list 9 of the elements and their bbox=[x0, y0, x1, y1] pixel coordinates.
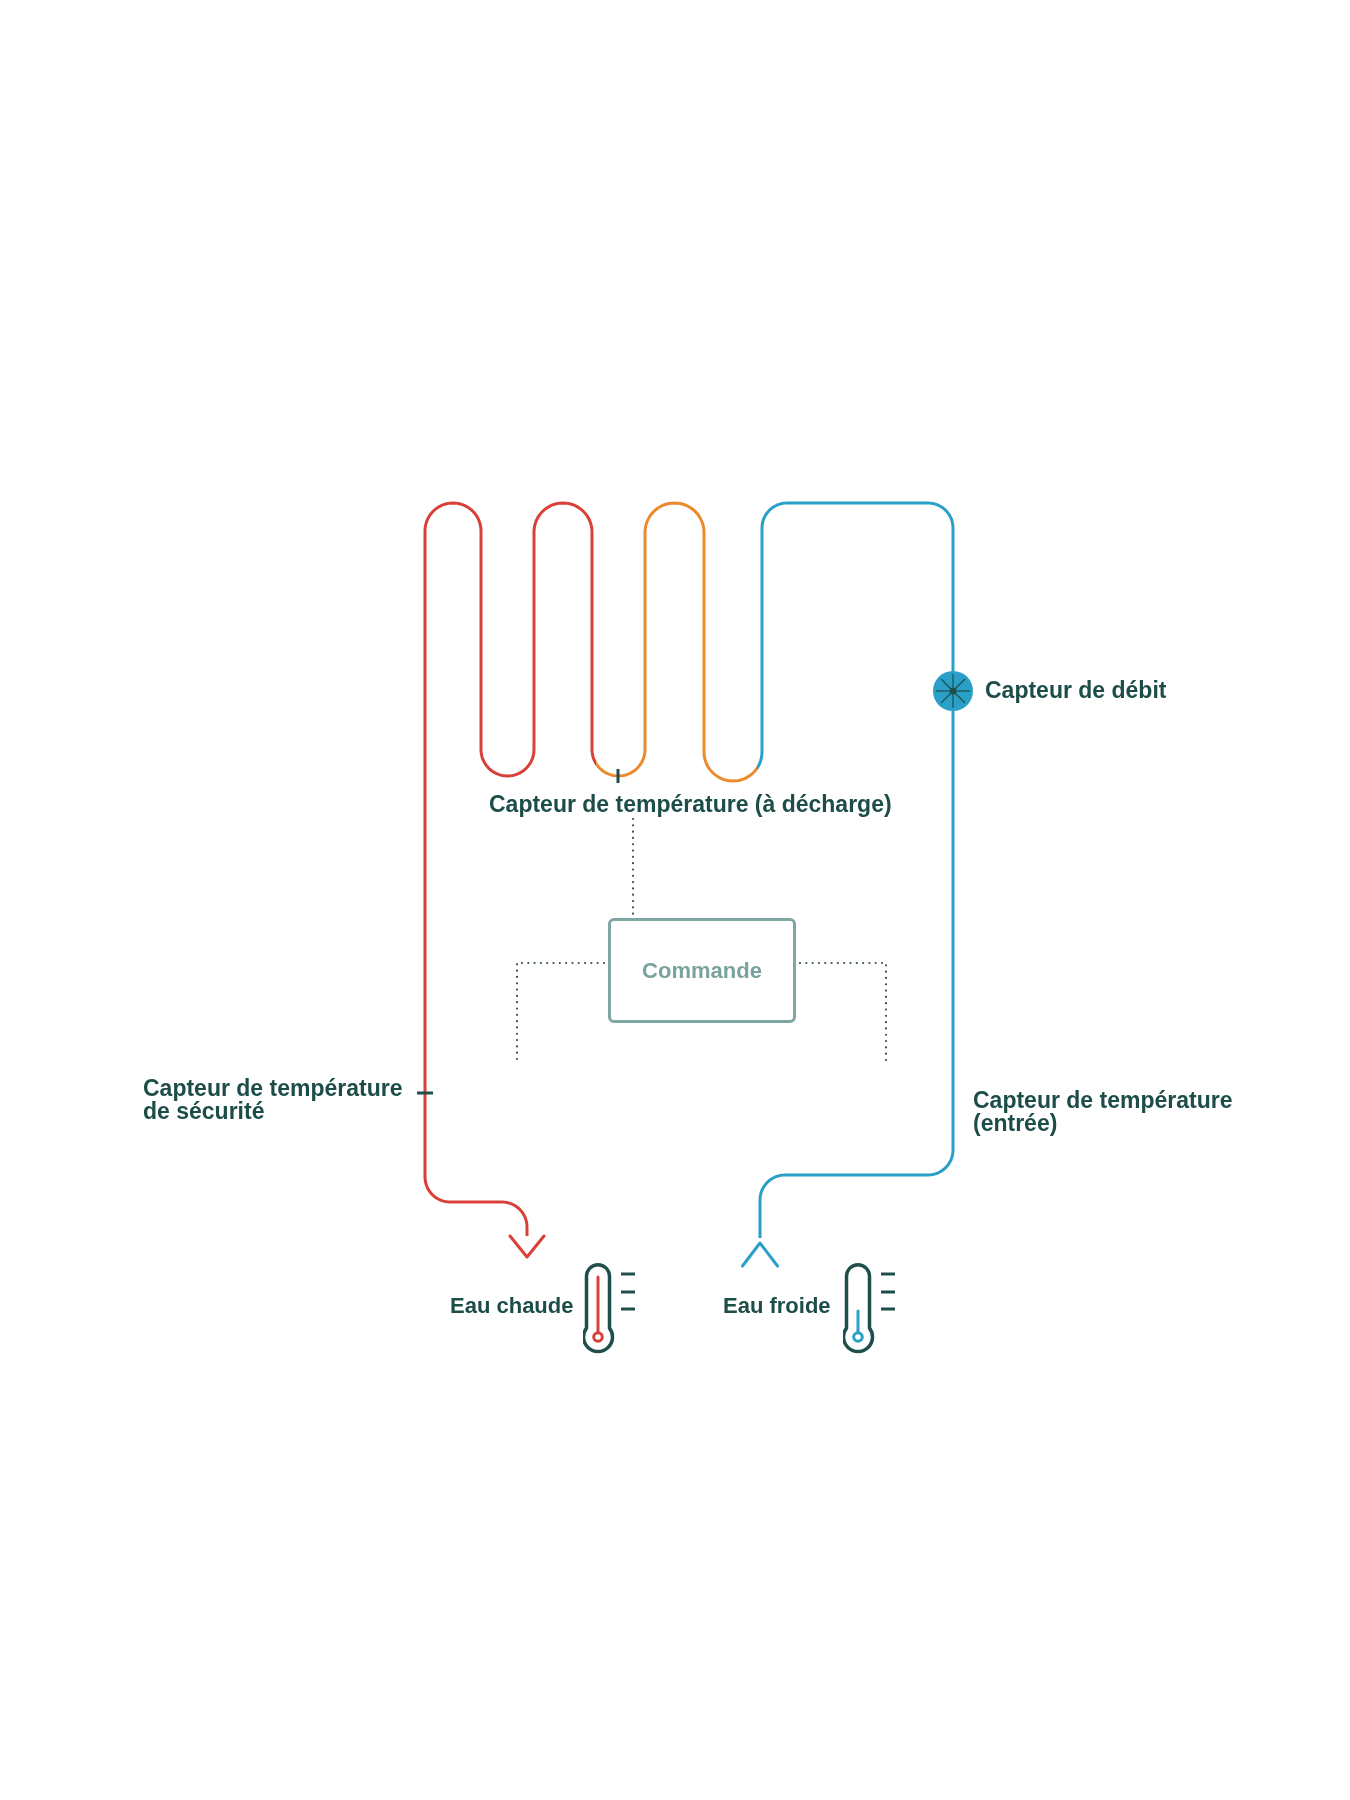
water-label: Eau froide bbox=[723, 1293, 831, 1319]
dotted-signal-line bbox=[631, 817, 635, 917]
controller-box: Commande bbox=[608, 918, 796, 1023]
sensor-label: Capteur de température (entrée) bbox=[973, 1089, 1234, 1135]
sensor-label: Capteur de température (à décharge) bbox=[489, 791, 892, 817]
sensor-label: Capteur de température de sécurité bbox=[143, 1077, 404, 1123]
water-pipe bbox=[423, 501, 955, 1268]
water-label: Eau chaude bbox=[450, 1293, 574, 1319]
sensor-label: Capteur de débit bbox=[985, 677, 1167, 703]
